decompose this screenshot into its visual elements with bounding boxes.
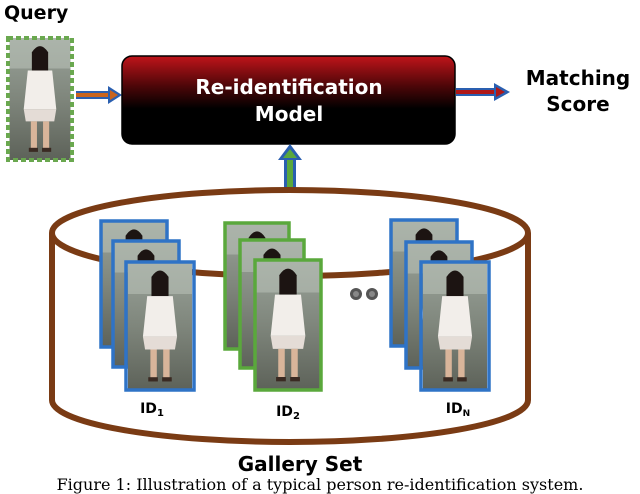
id2-label: ID2 xyxy=(276,404,300,422)
reid-model-box: Re-identification Model xyxy=(121,55,456,145)
gallery-ellipsis xyxy=(350,288,378,300)
output-line2: Score xyxy=(546,92,609,116)
idn-label: IDN xyxy=(446,401,470,419)
query-image xyxy=(6,36,74,162)
model-line1: Re-identification xyxy=(195,75,382,99)
gallery-stack-id1 xyxy=(99,219,196,392)
output-line1: Matching xyxy=(526,66,630,90)
query-to-model-arrow xyxy=(76,86,122,104)
reid-diagram: Query Re-identification Model Matching S… xyxy=(4,2,630,476)
gallery-stack-idn xyxy=(389,218,491,392)
figure-caption: Figure 1: Illustration of a typical pers… xyxy=(56,475,584,494)
model-line2: Model xyxy=(255,102,323,126)
gallery-stack-id2 xyxy=(223,221,323,392)
query-label: Query xyxy=(4,2,69,24)
gallery-to-model-arrow xyxy=(278,144,302,188)
gallery-label: Gallery Set xyxy=(238,452,363,476)
model-to-score-arrow xyxy=(456,83,510,101)
id1-label: ID1 xyxy=(140,401,164,419)
